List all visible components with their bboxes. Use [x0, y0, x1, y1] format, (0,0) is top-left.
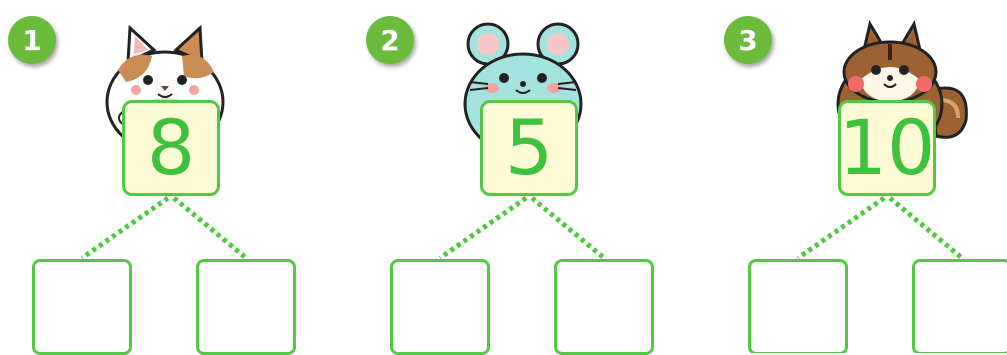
- problem-3: 3 10: [716, 0, 1007, 353]
- answer-box-left[interactable]: [748, 259, 848, 353]
- whole-number-box: 8: [122, 100, 220, 196]
- answer-box-right[interactable]: [554, 259, 654, 355]
- whole-number-box: 10: [838, 100, 936, 196]
- problem-2: 2 5: [358, 0, 688, 353]
- whole-number-box: 5: [480, 100, 578, 196]
- answer-box-left[interactable]: [32, 259, 132, 355]
- answer-box-right[interactable]: [912, 259, 1007, 353]
- answer-box-right[interactable]: [196, 259, 296, 355]
- answer-box-left[interactable]: [390, 259, 490, 355]
- problem-1: 1 8: [0, 0, 330, 353]
